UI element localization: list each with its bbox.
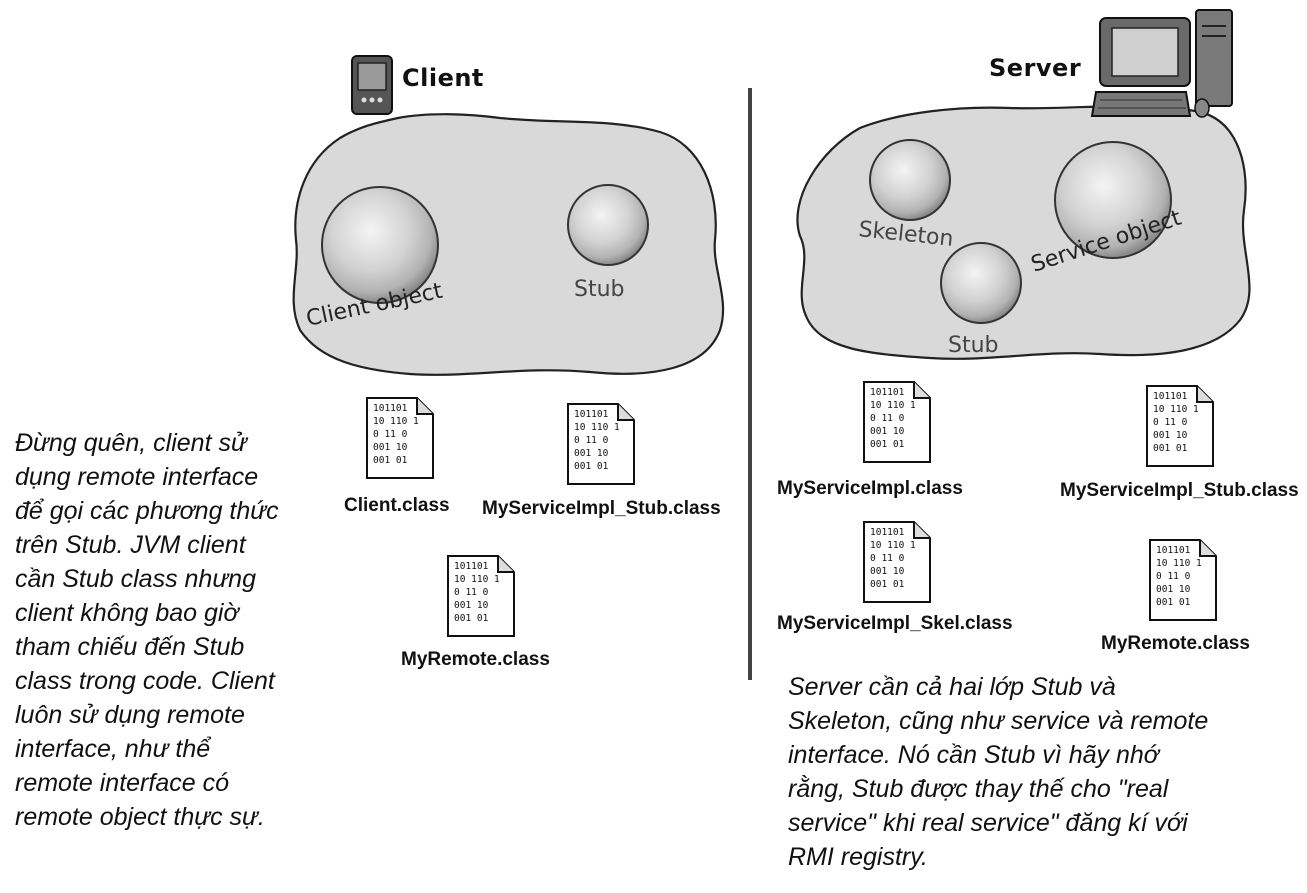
client-object-sphere	[321, 186, 439, 304]
server-title: Server	[989, 54, 1082, 82]
binary-content: 101101 10 110 1 0 11 0 001 10 001 01	[574, 409, 620, 472]
service-object-sphere	[1054, 141, 1172, 259]
client-stub-sphere	[567, 184, 649, 266]
server-note: Server cần cả hai lớp Stub và Skeleton, …	[788, 673, 1209, 871]
binary-content: 101101 10 110 1 0 11 0 001 10 001 01	[373, 403, 419, 466]
client-title: Client	[402, 64, 484, 92]
client-note: Đừng quên, client sử dụng remote interfa…	[15, 429, 279, 831]
server-stub-class-filename: MyServiceImpl_Stub.class	[1060, 480, 1299, 501]
computer-device-icon	[1090, 9, 1233, 118]
binary-content: 101101 10 110 1 0 11 0 001 10 001 01	[454, 561, 500, 624]
binary-content: 101101 10 110 1 0 11 0 001 10 001 01	[870, 527, 916, 590]
server-remote-class-file-icon: 101101 10 110 1 0 11 0 001 10 001 01	[1148, 538, 1218, 622]
server-impl-class-file-icon: 101101 10 110 1 0 11 0 001 10 001 01	[862, 380, 932, 464]
binary-content: 101101 10 110 1 0 11 0 001 10 001 01	[1156, 545, 1202, 608]
pda-device-icon	[351, 55, 393, 115]
server-remote-class-filename: MyRemote.class	[1101, 633, 1250, 654]
client-remote-class-file-icon: 101101 10 110 1 0 11 0 001 10 001 01	[446, 554, 516, 638]
server-stub-label: Stub	[948, 333, 999, 358]
client-stub-label: Stub	[574, 277, 625, 302]
client-stub-class-file-icon: 101101 10 110 1 0 11 0 001 10 001 01	[566, 402, 636, 486]
client-remote-class-filename: MyRemote.class	[401, 649, 550, 670]
server-stub-class-file-icon: 101101 10 110 1 0 11 0 001 10 001 01	[1145, 384, 1215, 468]
server-skel-class-file-icon: 101101 10 110 1 0 11 0 001 10 001 01	[862, 520, 932, 604]
client-class-file-icon: 101101 10 110 1 0 11 0 001 10 001 01	[365, 396, 435, 480]
client-class-filename: Client.class	[344, 495, 450, 516]
server-impl-class-filename: MyServiceImpl.class	[777, 478, 963, 499]
server-stub-sphere	[940, 242, 1022, 324]
skeleton-sphere	[869, 139, 951, 221]
binary-content: 101101 10 110 1 0 11 0 001 10 001 01	[1153, 391, 1199, 454]
server-skel-class-filename: MyServiceImpl_Skel.class	[777, 613, 1013, 634]
client-jvm-blob	[292, 113, 725, 376]
client-stub-class-filename: MyServiceImpl_Stub.class	[482, 498, 721, 519]
binary-content: 101101 10 110 1 0 11 0 001 10 001 01	[870, 387, 916, 450]
